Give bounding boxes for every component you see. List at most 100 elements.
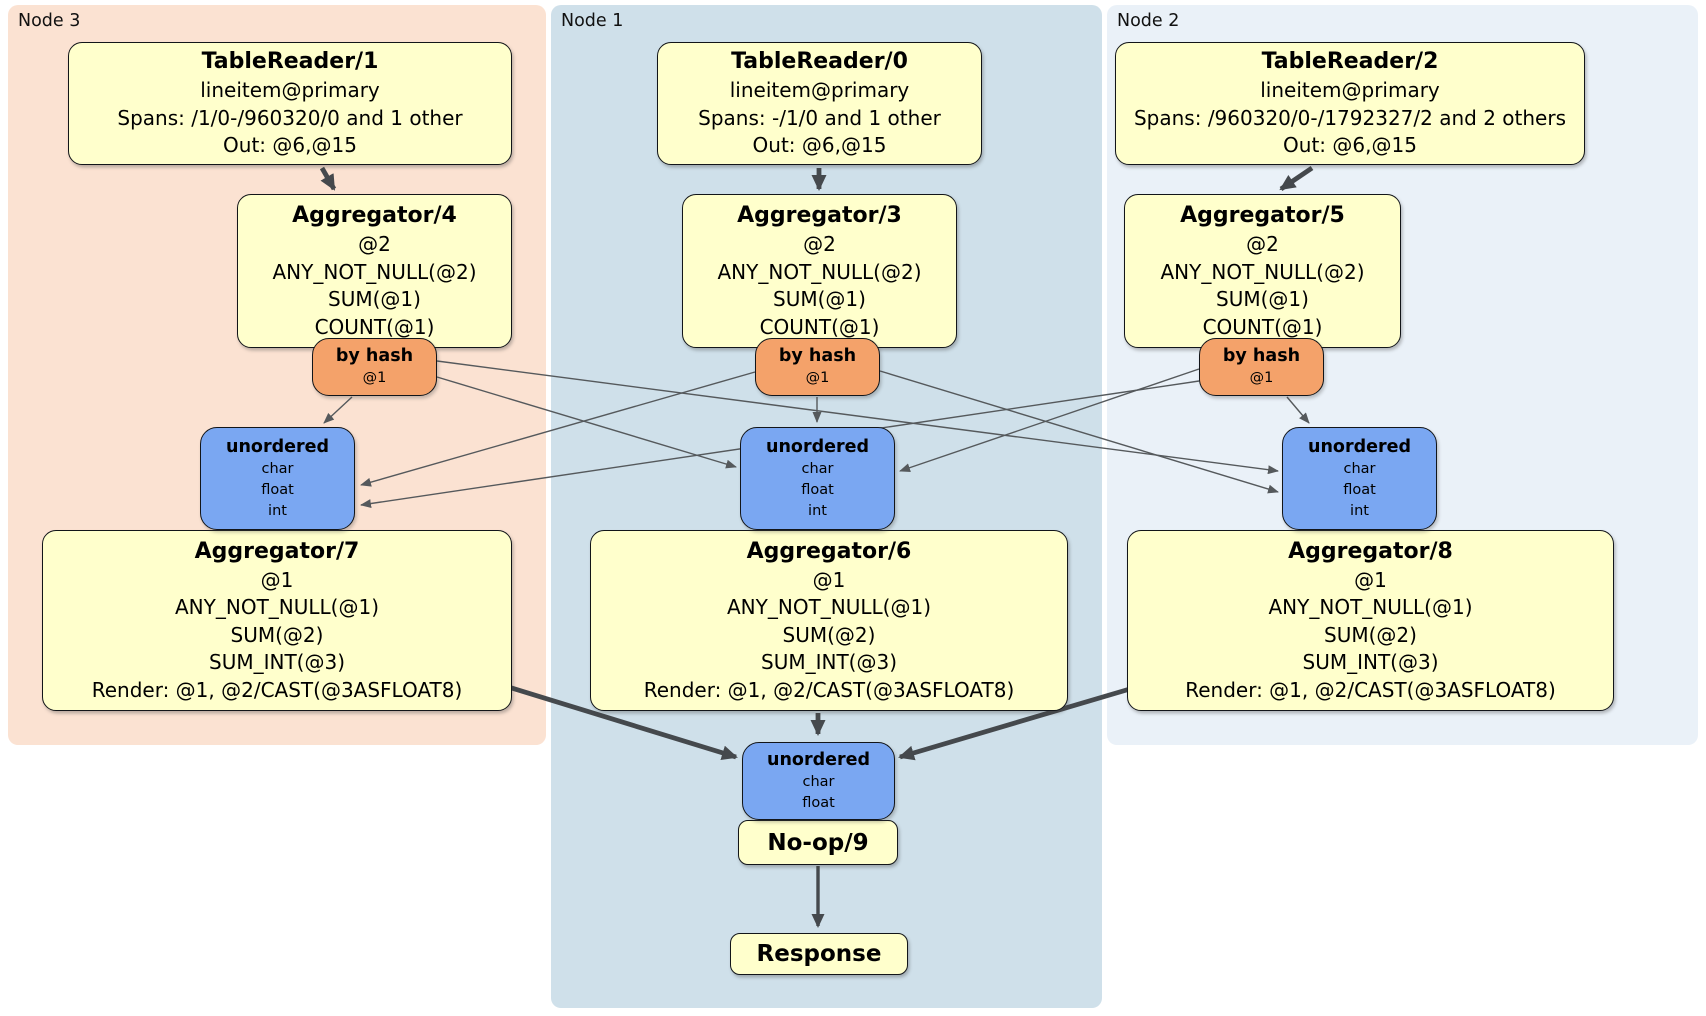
box-line: lineitem@primary: [729, 78, 910, 103]
box-line: ANY_NOT_NULL(@1): [1268, 595, 1473, 620]
sync-title: unordered: [226, 436, 329, 457]
box-title: Aggregator/7: [194, 538, 360, 564]
sync-box: unordered char float int: [200, 427, 355, 530]
box-title: TableReader/2: [1261, 49, 1439, 75]
table-reader-box: TableReader/2 lineitem@primary Spans: /9…: [1115, 42, 1585, 165]
noop-label: No-op/9: [767, 829, 869, 856]
box-line: ANY_NOT_NULL(@1): [175, 595, 379, 620]
router-detail: @1: [805, 370, 830, 386]
table-reader-box: TableReader/0 lineitem@primary Spans: -/…: [657, 42, 982, 165]
box-line: COUNT(@1): [759, 314, 880, 339]
box-title: Aggregator/4: [292, 203, 457, 228]
table-reader-box: TableReader/1 lineitem@primary Spans: /1…: [68, 42, 512, 165]
hash-router-box: by hash @1: [1199, 338, 1324, 396]
router-title: by hash: [1222, 346, 1301, 366]
box-line: Spans: -/1/0 and 1 other: [698, 105, 941, 130]
sync-box: unordered char float int: [1282, 427, 1437, 530]
sync-stream: float: [802, 794, 835, 811]
edge-hash2-sync1: [899, 368, 1200, 473]
hash-router-box: by hash @1: [312, 338, 437, 396]
edge-agg7-finalsync: [504, 683, 738, 761]
edge-agg8-finalsync: [898, 683, 1141, 761]
region-node3-label: Node 3: [18, 11, 81, 31]
box-line: SUM(@1): [328, 287, 421, 311]
aggregator-box: Aggregator/3 @2 ANY_NOT_NULL(@2) SUM(@1)…: [682, 194, 957, 348]
aggregator-box: Aggregator/4 @2 ANY_NOT_NULL(@2) SUM(@1)…: [237, 194, 512, 348]
sync-title: unordered: [767, 749, 870, 770]
router-title: by hash: [778, 346, 857, 366]
box-title: Aggregator/6: [746, 538, 912, 564]
box-line: ANY_NOT_NULL(@1): [727, 595, 931, 620]
box-line: @1: [812, 567, 846, 592]
edge-hash3-sync3: [323, 396, 353, 424]
box-line: ANY_NOT_NULL(@2): [272, 259, 477, 284]
edge-tr2-agg5: [1279, 166, 1314, 191]
response-label: Response: [756, 941, 882, 967]
box-title: TableReader/1: [201, 49, 379, 75]
box-line: SUM(@2): [782, 622, 876, 647]
sync-title: unordered: [1308, 436, 1411, 457]
box-title: Aggregator/5: [1180, 203, 1345, 228]
sync-stream: float: [801, 481, 834, 498]
sync-stream: char: [261, 460, 294, 477]
box-line: @2: [1246, 232, 1279, 256]
box-line: lineitem@primary: [1260, 78, 1440, 103]
box-line: SUM(@1): [773, 287, 866, 311]
box-line: SUM_INT(@3): [209, 650, 345, 675]
edge-hash1-sync2: [879, 370, 1279, 494]
final-aggregator-box: Aggregator/8 @1 ANY_NOT_NULL(@1) SUM(@2)…: [1127, 530, 1614, 711]
box-line: SUM(@1): [1216, 287, 1309, 311]
sync-stream: int: [808, 502, 827, 519]
sync-box: unordered char float int: [740, 427, 895, 530]
box-line: SUM_INT(@3): [1302, 650, 1439, 675]
final-sync-box: unordered char float: [742, 742, 895, 820]
sync-stream: float: [261, 481, 294, 498]
hash-stream-edges: [323, 360, 1310, 508]
box-line: Out: @6,@15: [1283, 133, 1417, 158]
box-line: lineitem@primary: [200, 78, 380, 103]
box-line: ANY_NOT_NULL(@2): [717, 259, 922, 284]
box-line: SUM(@2): [230, 622, 324, 647]
box-line: @1: [1354, 567, 1387, 592]
response-box: Response: [730, 933, 908, 975]
box-line: Render: @1, @2/CAST(@3ASFLOAT8): [643, 677, 1015, 702]
box-line: @2: [803, 232, 836, 256]
box-title: TableReader/0: [731, 49, 908, 75]
box-line: Out: @6,@15: [752, 133, 887, 158]
flow-edges: [319, 166, 1314, 761]
box-line: Spans: /960320/0-/1792327/2 and 2 others: [1133, 105, 1566, 130]
edge-hash1-sync3: [360, 371, 756, 487]
sync-stream: float: [1343, 481, 1376, 498]
noop-box: No-op/9: [738, 820, 898, 865]
edge-hash3-sync2: [436, 360, 1279, 475]
box-line: COUNT(@1): [314, 314, 435, 339]
sync-stream: char: [802, 773, 835, 790]
box-line: COUNT(@1): [1202, 314, 1323, 339]
box-title: Aggregator/8: [1288, 538, 1453, 564]
box-line: SUM(@2): [1324, 622, 1417, 647]
final-aggregator-box: Aggregator/7 @1 ANY_NOT_NULL(@1) SUM(@2)…: [42, 530, 512, 711]
box-line: Render: @1, @2/CAST(@3ASFLOAT8): [1185, 677, 1556, 702]
router-detail: @1: [1249, 370, 1274, 386]
edge-hash3-sync1: [436, 376, 737, 469]
box-line: Spans: /1/0-/960320/0 and 1 other: [117, 105, 463, 130]
aggregator-box: Aggregator/5 @2 ANY_NOT_NULL(@2) SUM(@1)…: [1124, 194, 1401, 348]
router-detail: @1: [362, 370, 387, 386]
box-line: @1: [260, 567, 294, 592]
edge-tr1-agg4: [319, 166, 337, 191]
sync-stream: int: [268, 502, 287, 519]
router-title: by hash: [335, 346, 414, 366]
hash-router-box: by hash @1: [755, 338, 880, 396]
sync-stream: int: [1350, 502, 1369, 519]
edge-hash2-sync2: [1286, 396, 1310, 424]
final-aggregator-box: Aggregator/6 @1 ANY_NOT_NULL(@1) SUM(@2)…: [590, 530, 1068, 711]
sync-title: unordered: [766, 436, 869, 457]
sync-stream: char: [1343, 460, 1376, 477]
region-node2-label: Node 2: [1117, 11, 1180, 31]
box-line: Out: @6,@15: [223, 133, 357, 158]
box-line: ANY_NOT_NULL(@2): [1160, 259, 1365, 284]
box-title: Aggregator/3: [737, 203, 902, 228]
region-node1-label: Node 1: [561, 11, 624, 31]
